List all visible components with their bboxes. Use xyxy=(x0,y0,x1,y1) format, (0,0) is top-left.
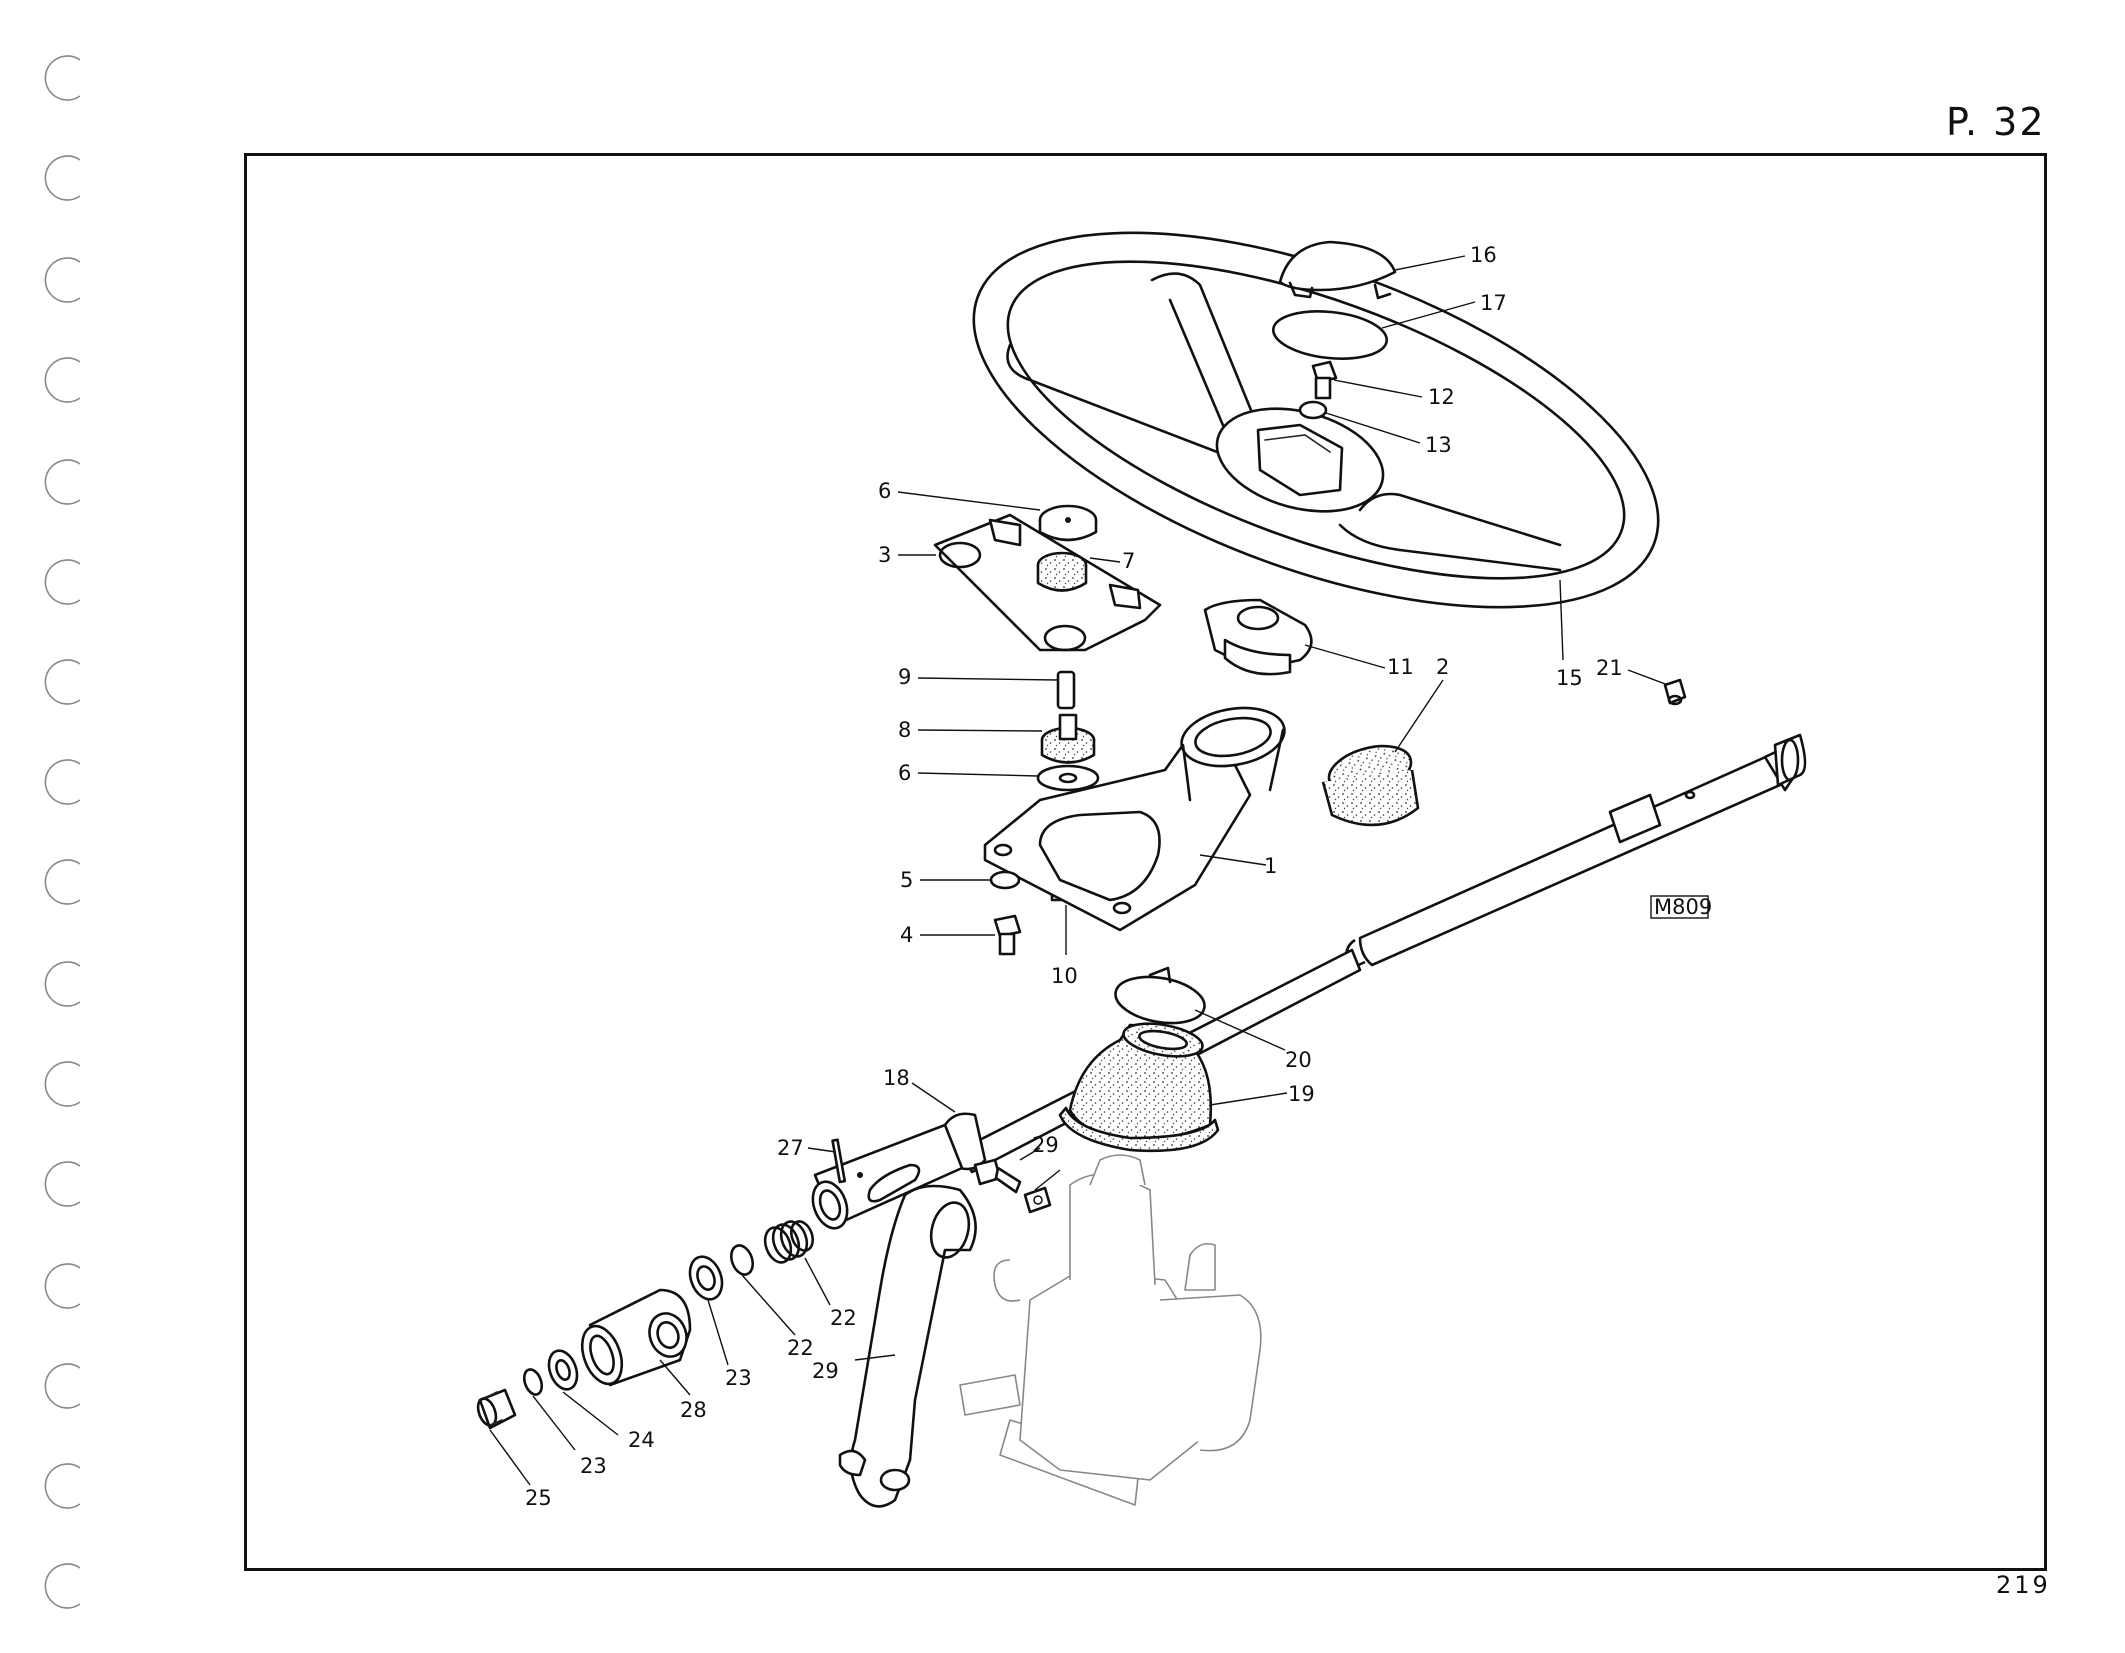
reference-code-box xyxy=(1650,895,1709,919)
callout-10: 10 xyxy=(1051,964,1078,988)
callout-5: 5 xyxy=(900,868,913,892)
callout-4: 4 xyxy=(900,923,913,947)
reference-code: M809 xyxy=(1654,895,1712,919)
rubber-gaiter xyxy=(1058,1022,1220,1153)
callout-19: 18 xyxy=(883,1066,910,1090)
column-lower-sleeve xyxy=(811,1112,987,1230)
horn-button xyxy=(1278,240,1397,300)
callout-6-top: 6 xyxy=(878,479,891,503)
callout-28: 29 xyxy=(1032,1133,1059,1157)
pinch-bolt xyxy=(973,1158,1022,1194)
grease-nipple xyxy=(1663,678,1687,706)
callout-12: 12 xyxy=(1428,385,1455,409)
diagram-frame xyxy=(244,153,2047,1571)
callout-26: 28 xyxy=(680,1398,707,1422)
washer-22-lower xyxy=(522,1368,544,1396)
binder-hole xyxy=(44,155,81,201)
page-number: 219 xyxy=(1996,1571,2051,1599)
callout-13: 13 xyxy=(1425,433,1452,457)
callout-7: 7 xyxy=(1122,549,1135,573)
binder-hole xyxy=(44,1363,81,1409)
callout-17: 19 xyxy=(1288,1082,1315,1106)
wheel-washer xyxy=(1298,400,1328,420)
binder-hole xyxy=(44,357,81,403)
binder-hole xyxy=(44,1161,81,1207)
binder-hole xyxy=(44,859,81,905)
ball-seat-23-lower xyxy=(547,1349,579,1391)
callout-27: 29 xyxy=(812,1359,839,1383)
callout-21: 22 xyxy=(830,1306,857,1330)
binder-hole xyxy=(44,257,81,303)
callout-8: 8 xyxy=(898,718,911,742)
callout-1: 1 xyxy=(1264,854,1277,878)
binder-hole xyxy=(44,759,81,805)
binder-hole xyxy=(44,1563,81,1609)
drop-arm xyxy=(838,1184,977,1508)
rubber-mount-lower xyxy=(1036,764,1100,792)
callout-20: 21 xyxy=(1596,656,1623,680)
binder-hole xyxy=(44,659,81,705)
column-lower-bracket xyxy=(983,706,1286,932)
callout-23-upper: 23 xyxy=(725,1366,752,1390)
steering-box xyxy=(959,1154,1262,1506)
washer-5 xyxy=(989,870,1021,890)
leader-lines xyxy=(489,255,1669,1486)
callout-15: 16 xyxy=(1470,243,1497,267)
spacer-tube xyxy=(1056,670,1076,710)
spring xyxy=(763,1220,815,1264)
binder-hole xyxy=(44,1463,81,1509)
binder-holes xyxy=(44,55,81,1609)
washer-22-upper xyxy=(729,1244,755,1276)
column-bush-2 xyxy=(1321,744,1420,827)
lock-tab xyxy=(1023,1186,1052,1214)
callout-18: 20 xyxy=(1285,1048,1312,1072)
rubber-bush-7 xyxy=(1036,551,1088,592)
callout-9: 9 xyxy=(898,665,911,689)
callout-16: 17 xyxy=(1480,291,1507,315)
upper-flange xyxy=(1203,598,1313,676)
horn-contact-ring xyxy=(1271,310,1389,360)
callout-24: 25 xyxy=(525,1486,552,1510)
callout-2: 2 xyxy=(1436,655,1449,679)
callout-22-upper: 22 xyxy=(787,1336,814,1360)
end-plug xyxy=(476,1388,517,1430)
binder-hole xyxy=(44,1263,81,1309)
binder-hole xyxy=(44,559,81,605)
ball-joint-housing xyxy=(580,1288,692,1387)
binder-hole xyxy=(44,55,81,101)
ball-seat-23-upper xyxy=(688,1255,724,1301)
callout-23-lower: 24 xyxy=(628,1428,655,1452)
callout-14: 15 xyxy=(1556,666,1583,690)
rubber-mount-top xyxy=(1038,504,1098,542)
retaining-pin xyxy=(831,1138,847,1184)
bush-8 xyxy=(1040,713,1096,764)
callout-22-lower: 23 xyxy=(580,1454,607,1478)
hose-clip xyxy=(1114,966,1206,1025)
callout-11: 11 xyxy=(1387,655,1414,679)
wheel-nut-bolt xyxy=(1311,360,1338,400)
bolt-4 xyxy=(993,914,1022,956)
callout-3: 3 xyxy=(878,543,891,567)
callout-6-lower: 6 xyxy=(898,761,911,785)
callout-25: 27 xyxy=(777,1136,804,1160)
binder-hole xyxy=(44,459,81,505)
page-id: P. 32 xyxy=(1946,100,2046,144)
binder-hole xyxy=(44,961,81,1007)
binder-hole xyxy=(44,1061,81,1107)
callout-labels: 16 17 12 13 6 3 7 9 8 6 5 4 10 1 11 2 15… xyxy=(525,243,1623,1510)
steering-wheel xyxy=(972,231,1660,609)
